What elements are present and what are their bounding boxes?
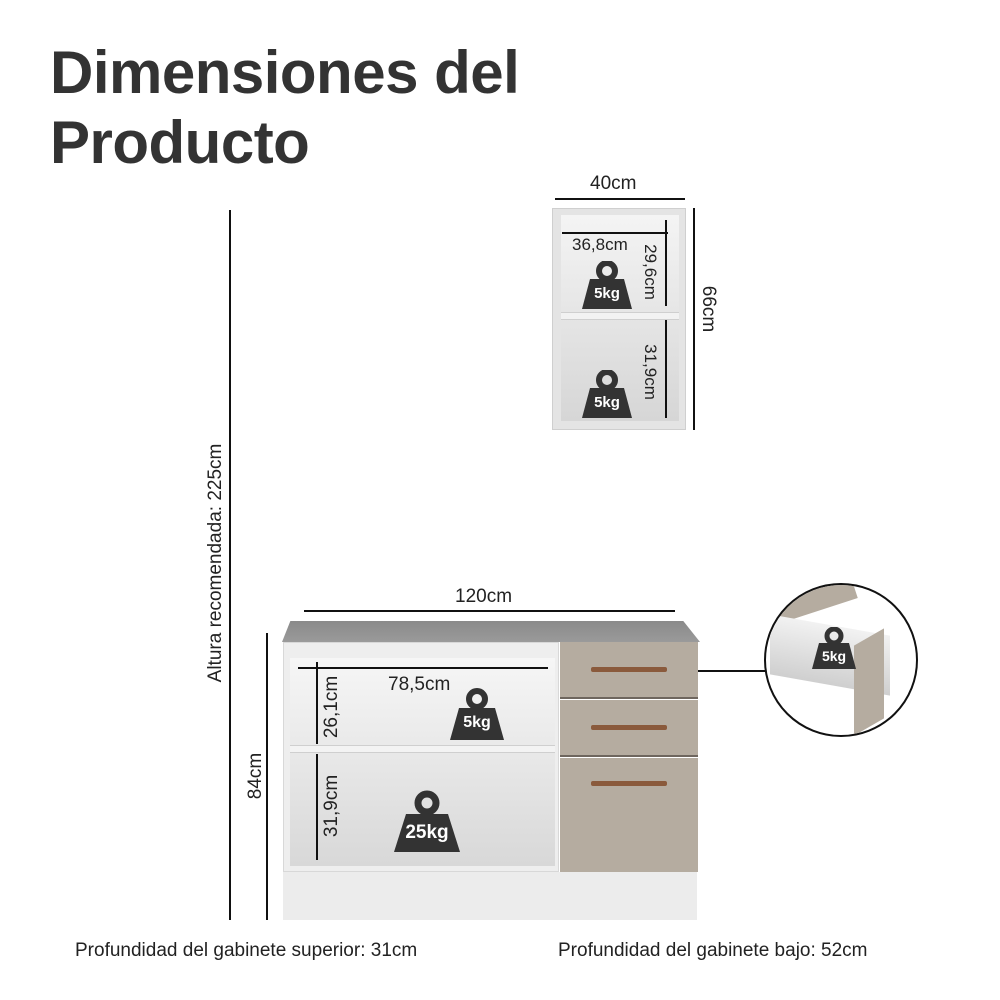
upper-inner-width-label: 36,8cm xyxy=(572,235,628,254)
lower-width-line xyxy=(304,610,675,612)
upper-height-label: 66cm xyxy=(698,285,719,333)
upper-top-height-line xyxy=(665,220,667,306)
recommended-height-label: Altura recomendada: 225cm xyxy=(205,443,226,683)
title-line-2: Producto xyxy=(50,109,310,176)
lower-bottom-height-line xyxy=(316,754,318,860)
upper-depth-label: Profundidad del gabinete superior: 31cm xyxy=(75,940,418,961)
lower-cabinet-shelf xyxy=(290,745,555,753)
upper-top-height-label: 29,6cm xyxy=(641,244,660,300)
lower-bottom-height-label: 31,9cm xyxy=(321,774,342,838)
upper-width-line xyxy=(555,198,685,200)
drawer-handle xyxy=(591,725,667,730)
recommended-height-line xyxy=(229,210,231,920)
lower-top-height-label: 26,1cm xyxy=(321,675,342,739)
drawer-handle xyxy=(591,667,667,672)
drawer-detail-circle: 5kg xyxy=(764,583,918,737)
upper-cabinet-shelf xyxy=(561,312,679,320)
lower-height-line xyxy=(266,633,268,920)
lower-width-label: 120cm xyxy=(455,586,513,607)
upper-bottom-height-label: 31,9cm xyxy=(641,344,660,400)
upper-height-line xyxy=(693,208,695,430)
lower-top-height-line xyxy=(316,662,318,744)
title-line-1: Dimensiones del xyxy=(50,39,520,106)
upper-width-label: 40cm xyxy=(590,173,637,194)
drawer-3 xyxy=(560,758,698,872)
lower-inner-width-label: 78,5cm xyxy=(388,674,451,695)
lower-depth-label: Profundidad del gabinete bajo: 52cm xyxy=(558,940,868,961)
lower-inner-width-line xyxy=(298,667,548,669)
page-title: Dimensiones del Producto xyxy=(50,38,520,178)
drawer-detail-front xyxy=(854,628,884,735)
drawer-callout-line xyxy=(698,670,766,672)
lower-height-label: 84cm xyxy=(245,752,266,800)
weight-icon: 5kg xyxy=(580,261,634,311)
upper-cabinet xyxy=(552,208,686,430)
countertop xyxy=(282,621,700,642)
weight-icon: 5kg xyxy=(448,688,506,742)
lower-cabinet-plinth xyxy=(283,872,697,920)
upper-bottom-height-line xyxy=(665,320,667,418)
drawer-handle xyxy=(591,781,667,786)
weight-icon: 25kg xyxy=(392,790,462,854)
drawer-1 xyxy=(560,642,698,699)
drawer-2 xyxy=(560,700,698,757)
upper-inner-width-line xyxy=(562,232,668,234)
weight-icon: 5kg xyxy=(810,627,858,671)
weight-icon: 5kg xyxy=(580,370,634,420)
